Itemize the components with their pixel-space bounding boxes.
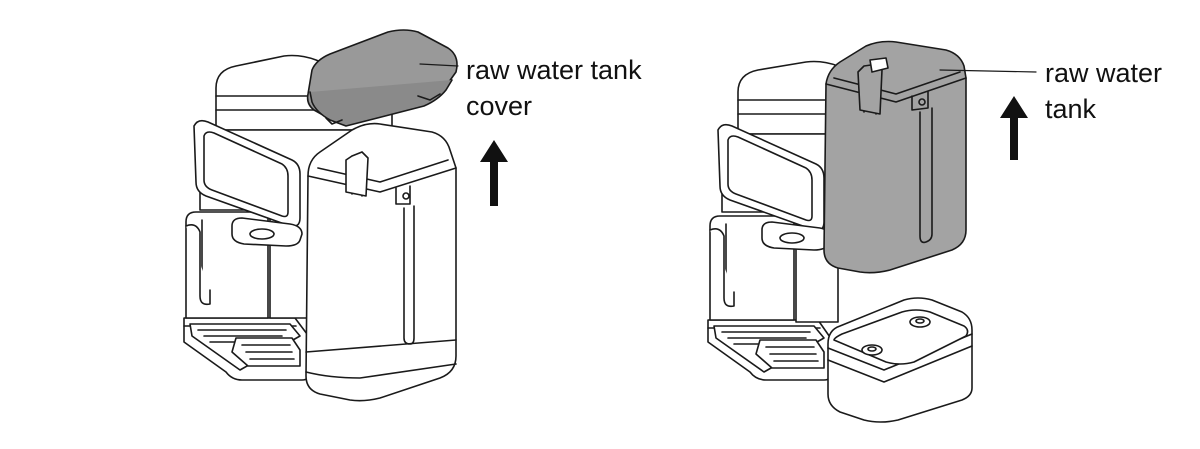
raw-water-tank-cover (306, 29, 458, 127)
water-dispenser-left (183, 29, 459, 402)
callout-leader-tank (939, 69, 1037, 73)
tank-base (827, 297, 973, 423)
water-dispenser-right (707, 40, 1037, 423)
lift-arrow-right (1000, 96, 1028, 160)
dispense-nozzle (231, 217, 303, 247)
drip-tray (707, 319, 833, 381)
callout-raw-water-tank: raw water tank (1045, 55, 1162, 127)
callout-line: cover (466, 91, 533, 121)
callout-line: tank (1045, 94, 1097, 124)
callout-line: raw water tank (466, 55, 642, 85)
callout-raw-water-tank-cover: raw water tank cover (466, 52, 642, 124)
lift-arrow-left (480, 140, 508, 206)
raw-water-tank-right (823, 40, 967, 274)
control-panel (717, 123, 825, 232)
control-panel (193, 119, 301, 228)
raw-water-tank-left (305, 122, 457, 402)
callout-line: raw water (1045, 58, 1163, 88)
drip-tray (183, 317, 311, 381)
callout-leader-cover (419, 63, 459, 67)
